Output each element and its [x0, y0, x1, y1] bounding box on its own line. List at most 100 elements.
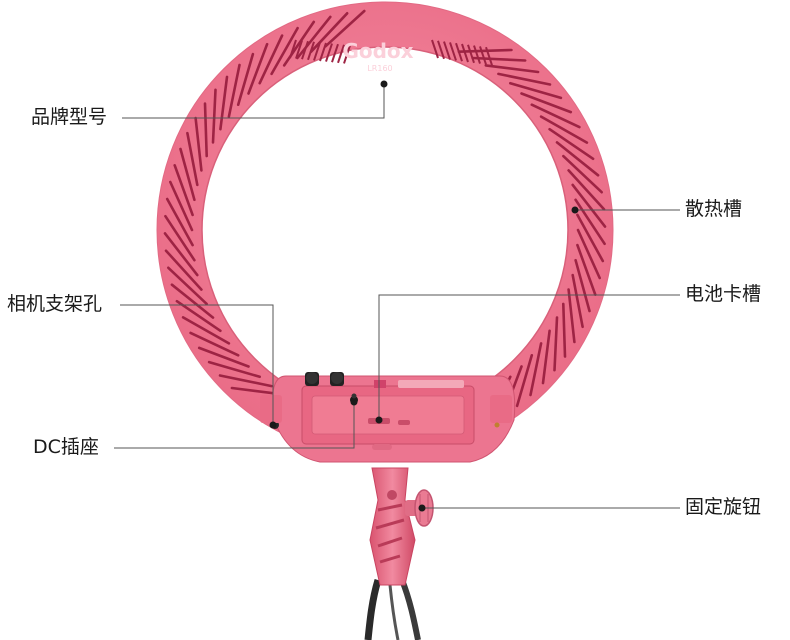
heat-sink-slot — [443, 41, 451, 60]
heat-sink-slot — [181, 316, 231, 345]
callout-dot-camera-mount — [269, 421, 277, 429]
heat-sink-slot — [337, 44, 345, 64]
callout-label-camera-mount-hole: 相机支架孔 — [7, 293, 103, 315]
heat-sink-slot — [173, 164, 194, 217]
callout-dot-knob — [418, 504, 426, 512]
heat-sink-slot — [179, 147, 196, 202]
heat-sink-slot — [295, 40, 303, 59]
heat-sink-slot — [170, 283, 215, 319]
heat-sink-slot — [497, 72, 552, 86]
heat-sink-slot — [324, 9, 366, 48]
callout-dot-battery-slot — [375, 416, 383, 424]
heat-sink-slot — [561, 154, 604, 194]
heat-sink-slot — [331, 43, 339, 63]
callout-label-battery-slot: 电池卡槽 — [685, 283, 762, 305]
heat-sink-slot — [218, 374, 273, 388]
heat-sink-slot — [247, 42, 269, 95]
heat-sink-slot — [296, 15, 332, 60]
heat-sink-slot — [164, 249, 203, 291]
heat-sink-slot — [574, 198, 606, 246]
heat-sink-slot — [282, 20, 316, 67]
heat-sink-slot — [319, 42, 327, 62]
control-housing — [260, 372, 516, 463]
heat-sink-slot — [461, 43, 469, 63]
heat-sink-slot — [219, 75, 229, 131]
callout-lines — [114, 84, 680, 509]
heat-sink-slot — [561, 302, 567, 358]
callout-line-brand-model — [122, 84, 385, 119]
heat-sink-slot — [169, 180, 194, 232]
heat-sink-slot — [270, 26, 299, 76]
heat-sink-slot — [258, 34, 284, 85]
svg-text:LR160: LR160 — [367, 64, 392, 73]
heat-sink-slot — [553, 316, 559, 372]
heat-sink-slot — [576, 243, 597, 297]
heat-sink-slot — [186, 131, 199, 187]
heat-sink-slot — [307, 41, 315, 61]
heat-sink-slot — [555, 141, 600, 177]
heat-sink-slot — [548, 127, 595, 161]
heat-sink-slot — [313, 42, 321, 61]
dimmer-dial-left[interactable] — [305, 372, 319, 386]
stand-bracket — [369, 467, 416, 586]
heat-sink-slot — [437, 40, 445, 60]
heat-sink-slot — [473, 45, 481, 64]
heat-sink-slot — [457, 48, 513, 54]
callout-label-heat-sink: 散热槽 — [685, 198, 743, 220]
callout-dot-heat-sink — [571, 206, 579, 214]
heat-sink-slot — [515, 353, 534, 408]
heat-sink-slot — [194, 116, 203, 172]
heat-sink-slot — [479, 46, 487, 65]
heat-sink-slot — [574, 258, 591, 313]
heat-sink-slot — [571, 183, 607, 228]
heat-sink-slot — [189, 331, 240, 357]
heat-sink-slot — [211, 88, 217, 144]
heat-sink-slot — [164, 214, 196, 262]
heat-sink-slot — [449, 42, 457, 61]
callout-label-brand-model: 品牌型号 — [31, 106, 108, 128]
dimmer-dial-right[interactable] — [330, 372, 344, 386]
heat-sink-slot — [567, 169, 606, 211]
heat-sink-slot — [485, 46, 493, 66]
heat-sink-slot — [197, 346, 250, 368]
heat-sink-slot — [167, 266, 208, 306]
callout-line-battery-slot — [378, 294, 680, 420]
heat-sink-slot — [309, 12, 349, 54]
heat-sink-slot — [520, 92, 573, 114]
heat-sink-slot — [455, 42, 463, 62]
callout-dots — [269, 80, 579, 512]
heat-sink-slot — [431, 39, 439, 59]
heat-sink-slot — [165, 197, 194, 247]
svg-text:Godox: Godox — [342, 39, 413, 63]
heat-sink-slot — [467, 44, 475, 64]
heat-sink-slot — [484, 64, 540, 74]
heat-sink-slot — [539, 115, 589, 144]
heat-sink-slot — [325, 43, 333, 62]
heat-sink-slot — [163, 232, 199, 277]
heat-sink-slot — [571, 273, 584, 329]
heat-sink-slot — [508, 81, 563, 100]
heat-sink-slot — [203, 102, 208, 158]
callout-dot-brand-model — [380, 80, 388, 88]
heat-sink-slot — [301, 40, 309, 60]
heat-sink-slot — [175, 299, 222, 333]
tripod-legs — [364, 578, 421, 640]
heat-sink-slot — [343, 45, 351, 64]
power-switch[interactable] — [374, 380, 386, 388]
heat-sink-slot — [236, 52, 255, 106]
heat-sink-slot — [207, 360, 262, 379]
callout-line-camera-mount — [120, 304, 274, 425]
heat-sink-slot — [567, 288, 576, 344]
heat-sink-slot — [471, 56, 527, 62]
brand-logo: Godox LR160 — [342, 39, 413, 73]
callout-line-dc-socket — [114, 402, 355, 449]
callout-dot-dc-socket — [350, 398, 358, 406]
heat-sink-slot — [576, 213, 605, 263]
heat-sink-slot — [541, 329, 551, 385]
callout-label-dc-socket: DC插座 — [33, 436, 99, 458]
heat-sink-slot — [576, 228, 602, 280]
heat-sink-slot — [530, 103, 581, 129]
heat-sink-slot — [289, 39, 297, 59]
heat-sink-slot — [227, 63, 241, 118]
